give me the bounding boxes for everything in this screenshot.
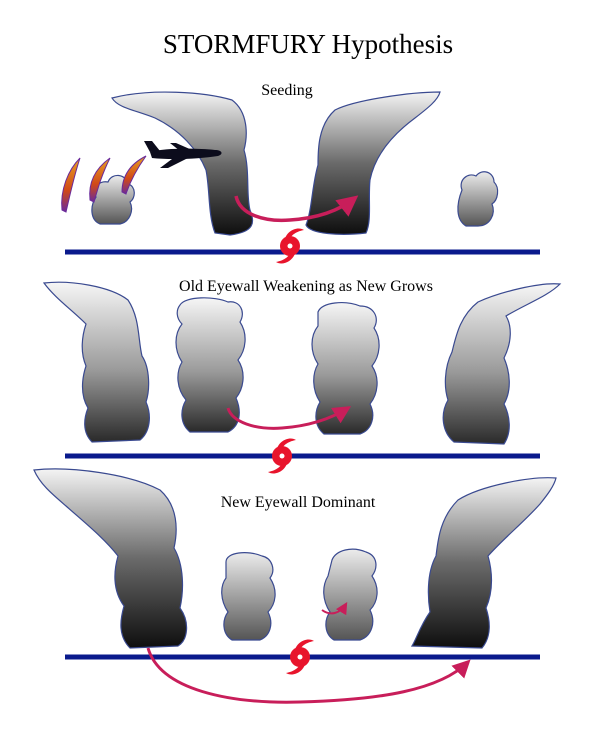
hurricane-symbol-icon: [286, 639, 314, 675]
old-eyewall-remnant-right: [323, 548, 378, 641]
diagram-title: STORMFURY Hypothesis: [163, 29, 453, 59]
panel-label-seeding: Seeding: [261, 82, 313, 99]
circulation-arrow-icon: [321, 601, 348, 616]
circulation-arrow-icon: [146, 647, 471, 704]
seeding-flare-icon: [121, 155, 147, 195]
panel-new-eyewall: New Eyewall Dominant: [33, 468, 557, 704]
seeding-flare-icon: [61, 157, 81, 213]
left-eyewall-cloud: [111, 91, 254, 236]
airplane-icon: [144, 141, 222, 168]
hurricane-symbol-icon: [276, 228, 304, 264]
seeding-flare-icon: [89, 157, 111, 203]
circulation-arrow-icon: [226, 406, 352, 430]
new-eyewall-cloud-left: [33, 468, 188, 649]
old-eyewall-cloud-left: [175, 297, 246, 433]
outer-eyewall-cloud-left: [42, 281, 150, 443]
old-eyewall-cloud-right: [311, 302, 380, 435]
hurricane-symbol-icon: [268, 438, 296, 474]
panel-label-new-eyewall: New Eyewall Dominant: [221, 494, 376, 511]
circulation-arrow-icon: [234, 195, 359, 223]
new-eyewall-cloud-right: [410, 477, 557, 649]
outer-eyewall-cloud-right: [442, 283, 562, 445]
panel-label-weakening: Old Eyewall Weakening as New Grows: [179, 278, 433, 295]
panel-seeding: Seeding: [61, 82, 540, 264]
old-eyewall-remnant-left: [221, 552, 276, 641]
panel-weakening: Old Eyewall Weakening as New Grows: [42, 278, 562, 474]
outer-small-cloud: [457, 171, 499, 227]
